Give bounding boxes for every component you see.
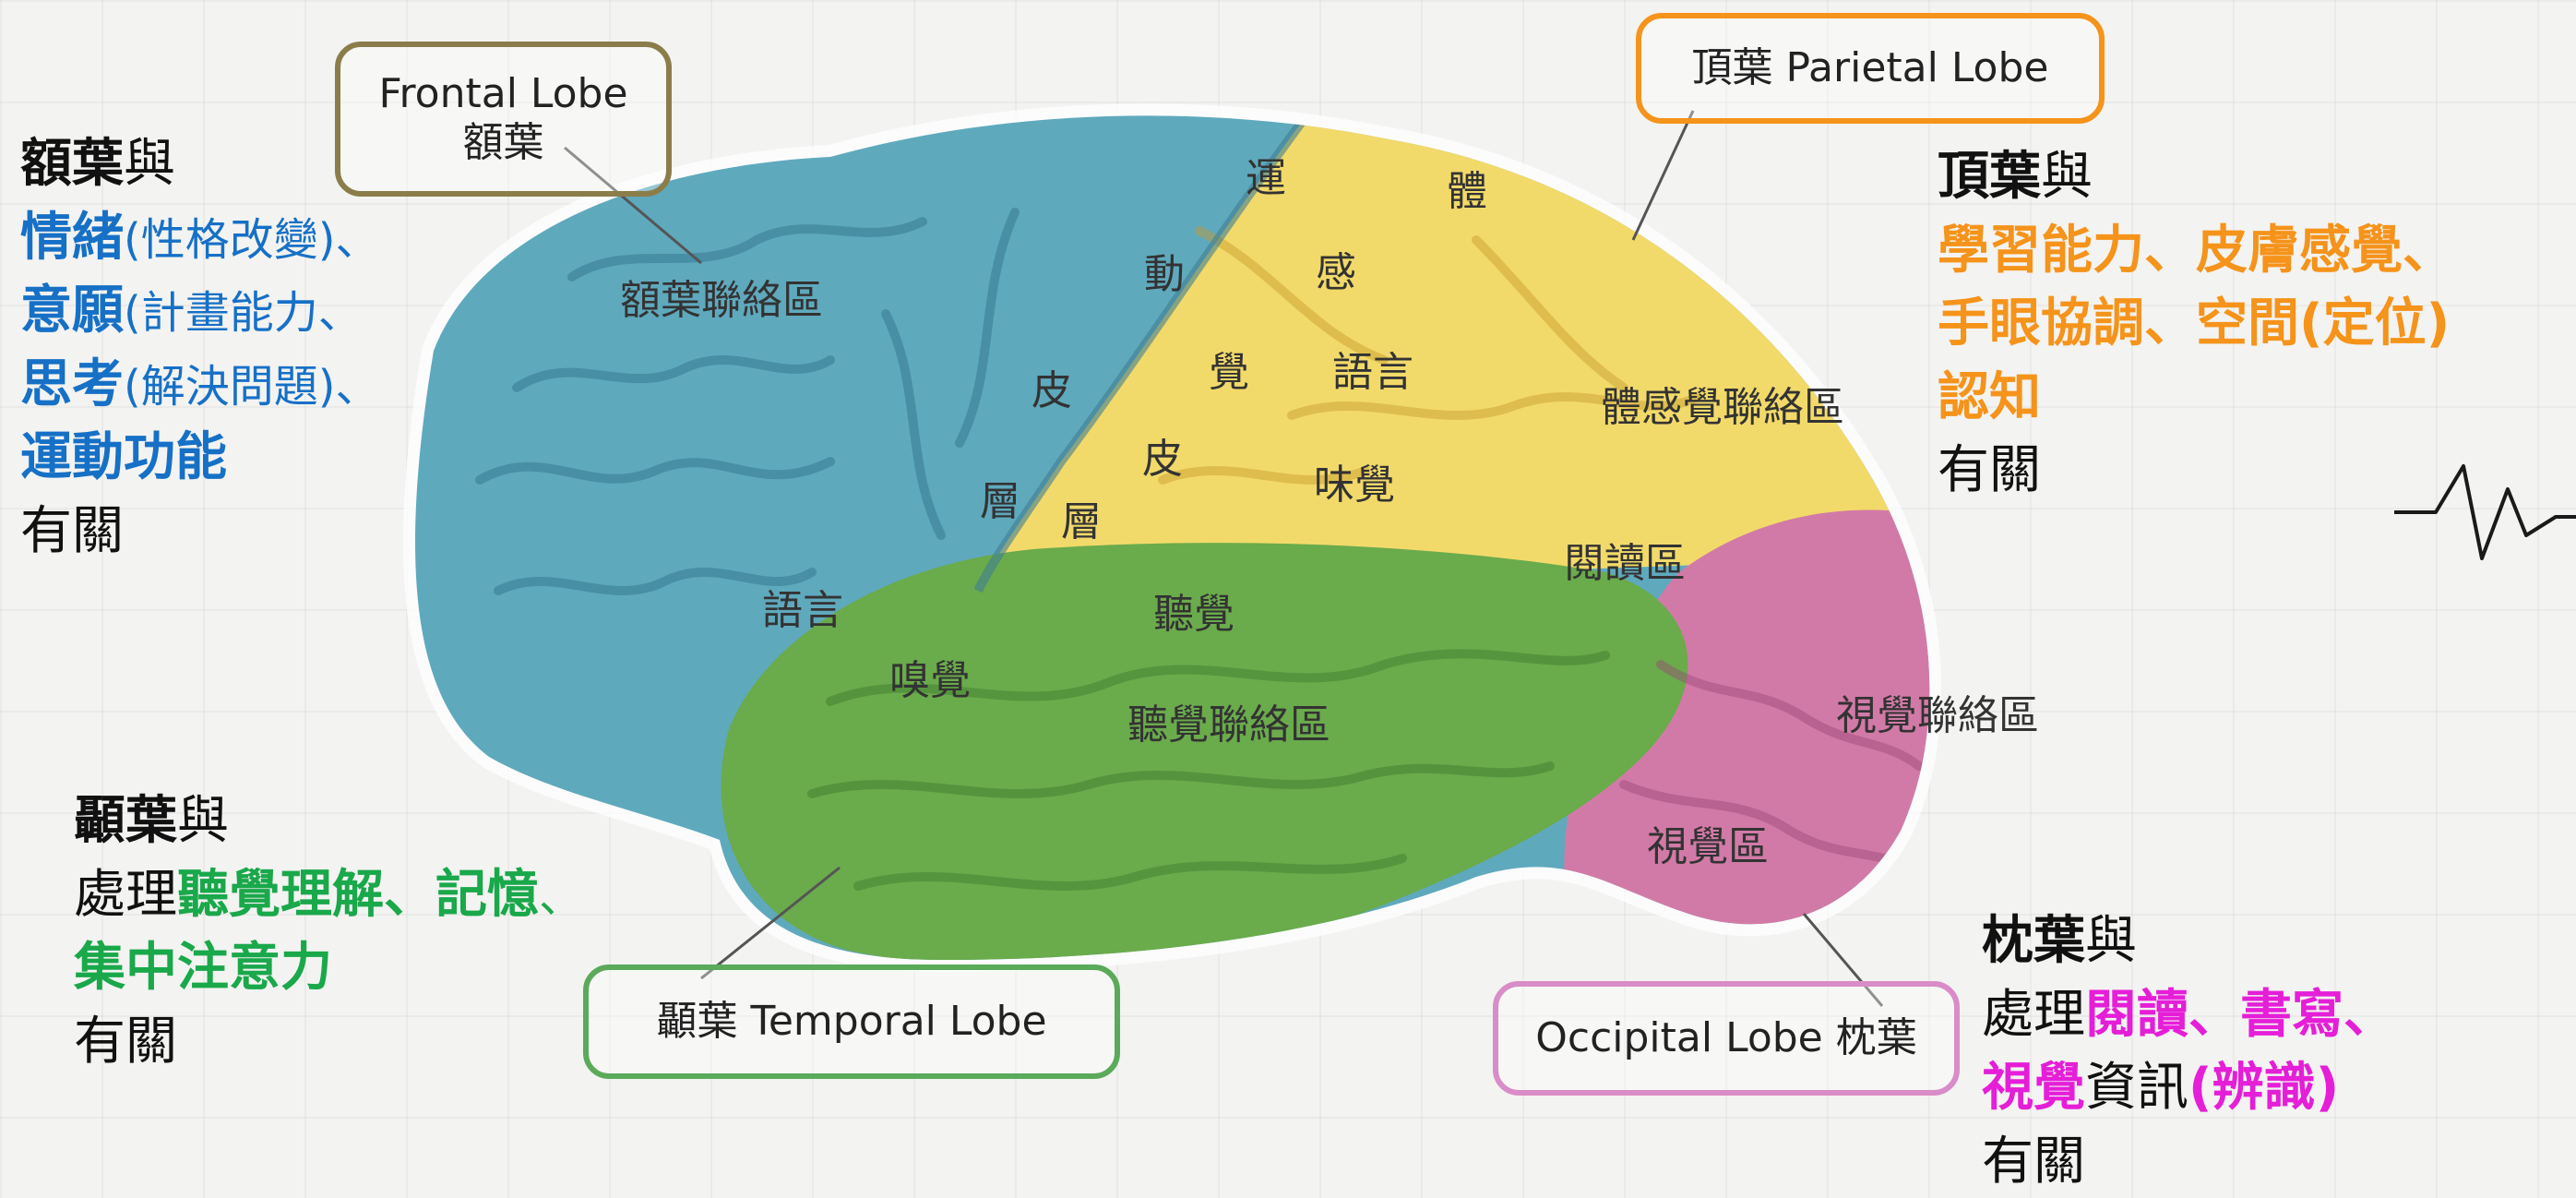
temporal-note: 顳葉與 處理聽覺理解、記憶、 集中注意力 有關 bbox=[74, 785, 583, 1078]
occipital-note-title-line: 枕葉與 bbox=[1982, 904, 2395, 978]
temporal-note-title-line: 顳葉與 bbox=[74, 785, 583, 858]
parietal-note-line3: 認知 bbox=[1938, 366, 2041, 427]
frontal-note-closing: 有關 bbox=[20, 500, 124, 561]
occipital-note-closing: 有關 bbox=[1982, 1131, 2085, 1192]
frontal-note-line2: 意願(計畫能力、 bbox=[20, 274, 379, 348]
occipital-note-title-suffix: 與 bbox=[2085, 911, 2137, 971]
occipital-note-line1-prefix: 處理 bbox=[1982, 984, 2085, 1045]
temporal-callout-text: 顳葉 Temporal Lobe bbox=[656, 997, 1047, 1045]
label-frontal-assoc: 額葉聯絡區 bbox=[620, 277, 823, 324]
label-sensory-2: 感 bbox=[1316, 249, 1356, 296]
temporal-note-line1-key: 聽覺理解、記憶 bbox=[177, 864, 539, 925]
label-visual: 視覺區 bbox=[1647, 823, 1769, 870]
occipital-note-line2-key: 視覺 bbox=[1982, 1058, 2085, 1119]
temporal-note-line1-prefix: 處理 bbox=[74, 864, 177, 925]
label-language-frontal: 語言 bbox=[762, 587, 843, 634]
label-sensory-5: 層 bbox=[1061, 498, 1102, 545]
temporal-lobe bbox=[721, 543, 1688, 960]
parietal-note-title: 頂葉 bbox=[1938, 147, 2041, 207]
frontal-note-line3-key: 思考 bbox=[20, 353, 124, 414]
frontal-note-line2-rest: (計畫能力、 bbox=[124, 287, 363, 340]
parietal-note-closing: 有關 bbox=[1938, 440, 2041, 501]
frontal-note-title-suffix: 與 bbox=[124, 134, 175, 194]
temporal-note-title: 顳葉 bbox=[74, 791, 177, 851]
parietal-note-line1: 學習能力、皮膚感覺、 bbox=[1938, 220, 2454, 281]
label-sensory-1: 體 bbox=[1447, 168, 1487, 215]
temporal-note-line1-sep: 、 bbox=[539, 870, 584, 923]
label-reading: 閱讀區 bbox=[1564, 540, 1686, 587]
frontal-note-line3: 思考(解決問題)、 bbox=[20, 348, 379, 422]
label-motor-1: 運 bbox=[1246, 155, 1286, 202]
frontal-note: 額葉與 情緒(性格改變)、 意願(計畫能力、 思考(解決問題)、 運動功能 有關 bbox=[20, 127, 379, 568]
frontal-note-line3-rest: (解決問題)、 bbox=[124, 360, 380, 413]
label-sensory-4: 皮 bbox=[1142, 436, 1183, 483]
label-motor-4: 層 bbox=[980, 478, 1020, 525]
label-language-parietal: 語言 bbox=[1332, 349, 1413, 396]
parietal-note-line2: 手眼協調、空間(定位) bbox=[1938, 294, 2451, 354]
label-sensory-3: 覺 bbox=[1209, 349, 1249, 396]
temporal-lobe-callout: 顳葉 Temporal Lobe bbox=[583, 964, 1120, 1079]
occipital-note-line2-key2: (辨識) bbox=[2188, 1058, 2340, 1119]
parietal-note-title-suffix: 與 bbox=[2041, 147, 2093, 207]
frontal-note-line4: 運動功能 bbox=[20, 421, 379, 495]
frontal-lobe-callout: Frontal Lobe 額葉 bbox=[335, 42, 672, 197]
pulse-line-icon bbox=[2394, 464, 2576, 560]
occipital-lobe-callout: Occipital Lobe 枕葉 bbox=[1493, 981, 1960, 1096]
frontal-note-title: 額葉 bbox=[20, 134, 124, 194]
temporal-note-title-suffix: 與 bbox=[177, 791, 229, 851]
parietal-callout-text: 頂葉 Parietal Lobe bbox=[1691, 43, 2049, 91]
frontal-note-line1-rest: (性格改變)、 bbox=[124, 213, 380, 266]
frontal-note-line1-key: 情緒 bbox=[20, 207, 124, 268]
frontal-callout-zh: 額葉 bbox=[462, 119, 544, 166]
occipital-note: 枕葉與 處理閱讀、書寫、 視覺資訊(辨識) 有關 bbox=[1982, 904, 2395, 1198]
temporal-note-line1: 處理聽覺理解、記憶、 bbox=[74, 858, 583, 932]
label-auditory-assoc: 聽覺聯絡區 bbox=[1127, 701, 1330, 749]
label-visual-assoc: 視覺聯絡區 bbox=[1836, 692, 2039, 739]
label-hearing: 聽覺 bbox=[1153, 591, 1234, 638]
label-smell: 嗅覺 bbox=[889, 657, 971, 704]
parietal-lobe-callout: 頂葉 Parietal Lobe bbox=[1636, 13, 2105, 124]
temporal-note-closing: 有關 bbox=[74, 1011, 177, 1072]
frontal-note-line1: 情緒(性格改變)、 bbox=[20, 201, 379, 275]
frontal-note-line4-key: 運動功能 bbox=[20, 427, 227, 488]
occipital-note-line1: 處理閱讀、書寫、 bbox=[1982, 978, 2395, 1052]
occipital-note-line2: 視覺資訊(辨識) bbox=[1982, 1051, 2395, 1125]
frontal-note-title-line: 額葉與 bbox=[20, 127, 379, 201]
label-motor-3: 皮 bbox=[1032, 367, 1072, 414]
occipital-callout-text: Occipital Lobe 枕葉 bbox=[1535, 1013, 1917, 1061]
label-somato-assoc: 體感覺聯絡區 bbox=[1601, 384, 1844, 431]
frontal-callout-en: Frontal Lobe bbox=[378, 70, 628, 118]
parietal-note: 頂葉與 學習能力、皮膚感覺、 手眼協調、空間(定位) 認知 有關 bbox=[1938, 140, 2454, 508]
occipital-note-title: 枕葉 bbox=[1982, 911, 2085, 971]
label-motor-2: 動 bbox=[1144, 251, 1185, 298]
frontal-note-line2-key: 意願 bbox=[20, 281, 124, 341]
parietal-note-title-line: 頂葉與 bbox=[1938, 140, 2454, 214]
label-taste: 味覺 bbox=[1314, 461, 1395, 509]
occipital-note-line1-key: 閱讀、書寫、 bbox=[2085, 984, 2395, 1045]
occipital-note-line2-mid: 資訊 bbox=[2085, 1058, 2188, 1119]
temporal-note-line2: 集中注意力 bbox=[74, 938, 332, 999]
